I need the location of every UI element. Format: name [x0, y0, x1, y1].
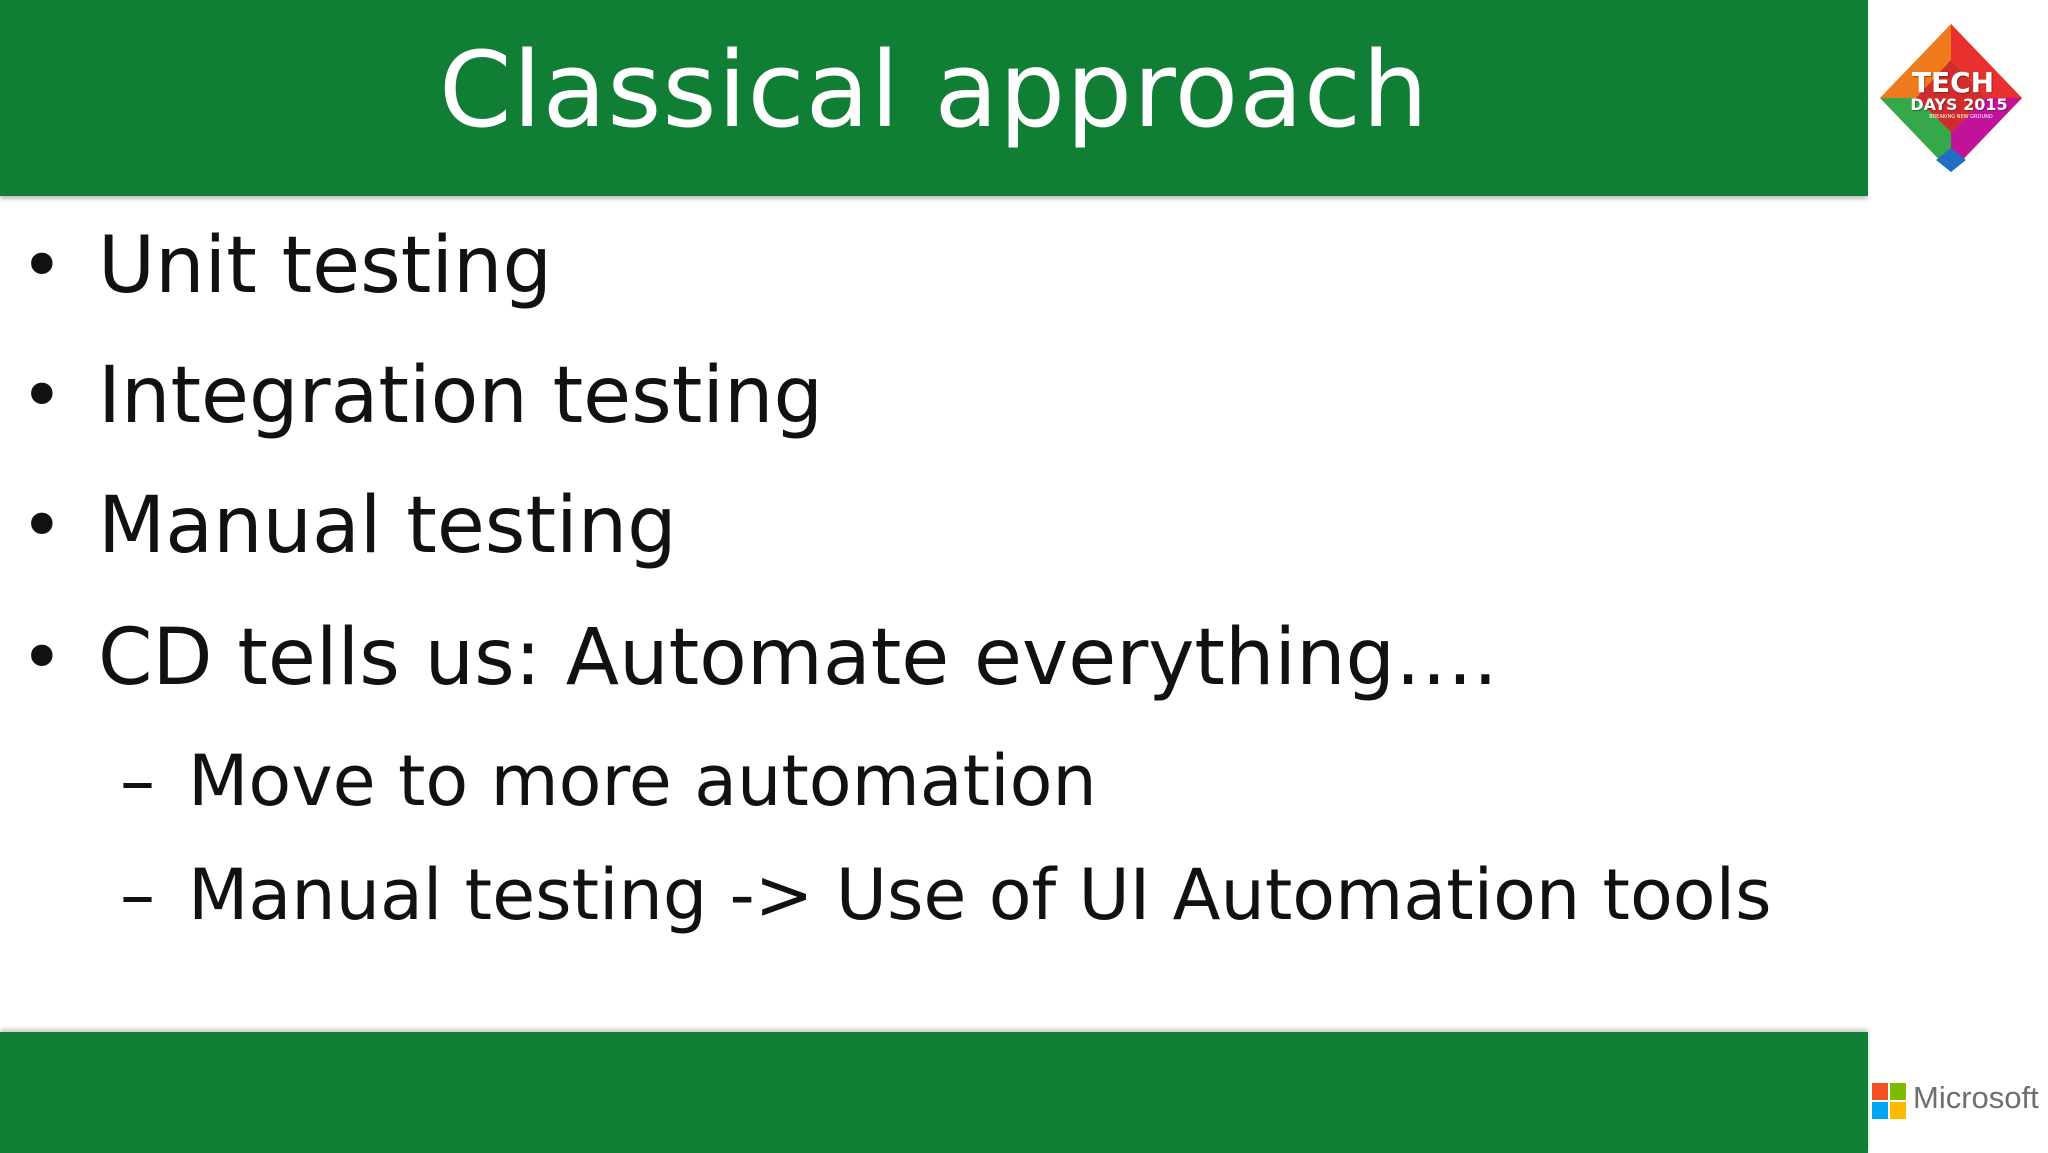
slide-title: Classical approach — [438, 29, 1430, 151]
tech-days-logo-icon — [1880, 24, 2022, 172]
title-bar — [0, 0, 1868, 196]
bullet-text: CD tells us: Automate everything…. — [98, 613, 1498, 703]
footer-bar — [0, 1032, 1868, 1153]
bullet-text: Integration testing — [98, 351, 824, 441]
sub-bullet-text: Manual testing -> Use of UI Automation t… — [188, 854, 1772, 936]
sub-bullet-marker: – — [120, 854, 155, 936]
bullet-marker: • — [20, 353, 64, 439]
bullet-text: Unit testing — [98, 221, 552, 311]
logo-text-tagline: BREAKING NEW GROUND — [1929, 114, 1993, 120]
logo-text-tech: TECH — [1911, 66, 1995, 99]
bullet-marker: • — [20, 483, 64, 569]
microsoft-wordmark: Microsoft — [1913, 1080, 2039, 1115]
microsoft-logo-icon — [1872, 1083, 1906, 1119]
bullet-text: Manual testing — [98, 481, 677, 571]
sub-bullet-marker: – — [120, 740, 155, 822]
bullet-marker: • — [20, 615, 64, 701]
logo-text-days: DAYS 2015 — [1910, 95, 2008, 114]
sub-bullet-text: Move to more automation — [188, 740, 1097, 822]
bullet-marker: • — [20, 223, 64, 309]
